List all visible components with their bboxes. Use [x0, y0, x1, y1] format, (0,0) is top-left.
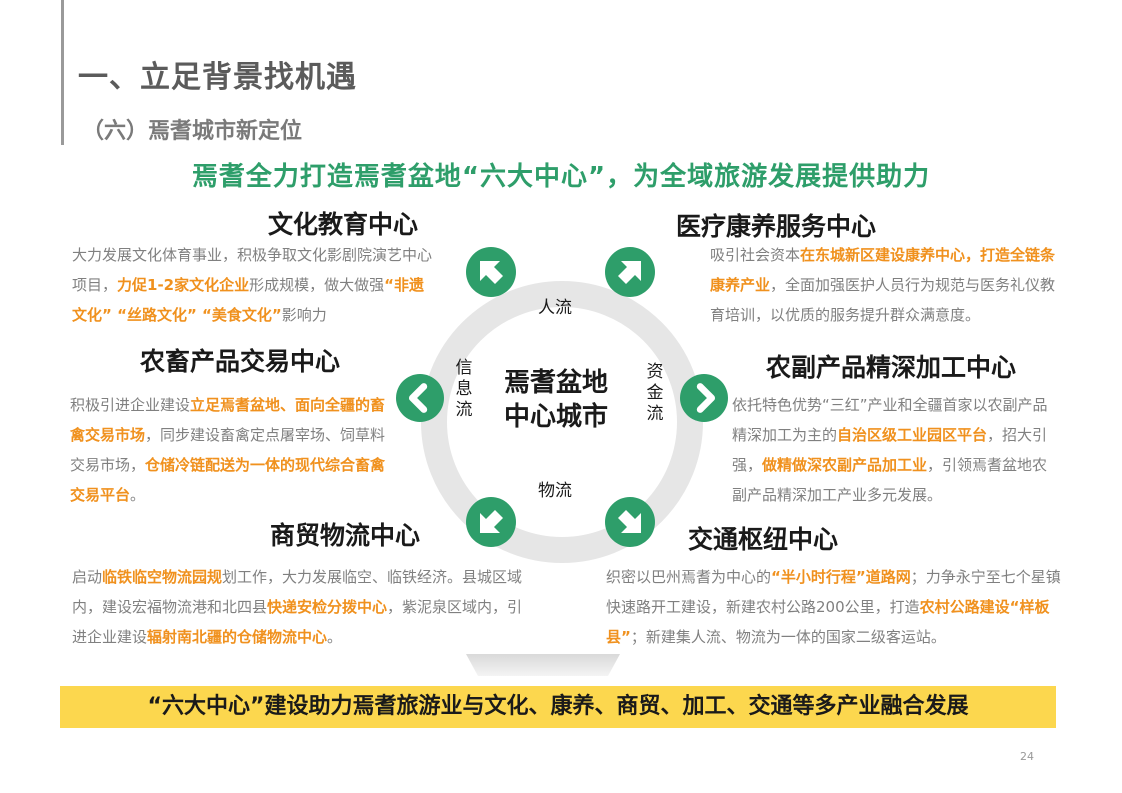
body-text: ；新建集人流、物流为一体的国家二级客运站。 [630, 628, 946, 646]
highlight-text: 仓储冷链配送为一体的现代综合畜禽交易平台 [70, 456, 386, 504]
health-center-title: 医疗康养服务中心 [676, 212, 877, 241]
flow-label-left: 信息流 [455, 358, 473, 420]
body-text: 。 [327, 628, 343, 646]
section-title: 一、立足背景找机遇 [78, 60, 357, 95]
culture-center-text: 大力发展文化体育事业，积极争取文化影剧院演艺中心项目，力促1-2家文化企业形成规… [72, 240, 432, 330]
logistics-center-title: 商贸物流中心 [270, 521, 421, 550]
highlight-text: 农村公路建设“样板县” [606, 598, 1050, 646]
arrow-down-right-icon [605, 497, 655, 547]
body-text: ，招大引强， [732, 426, 1048, 474]
culture-center-title: 文化教育中心 [268, 210, 419, 239]
header-accent-bar [61, 0, 64, 145]
body-text: ；力争永宁至七个星镇快速路开工建设，新建农村公路200公里，打造 [606, 568, 1061, 616]
headline: 焉耆全力打造焉耆盆地“六大中心”，为全域旅游发展提供助力 [191, 162, 931, 192]
body-text: 积极引进企业建设 [70, 396, 191, 414]
body-text: 。 [130, 486, 146, 504]
arrow-left-icon [396, 374, 444, 422]
down-arrow-icon [466, 654, 620, 676]
center-ring [421, 281, 703, 563]
highlight-text: 辐射南北疆的仓储物流中心 [147, 628, 328, 646]
body-text: ，全面加强医护人员行为规范与医务礼仪教育培训，以优质的服务提升群众满意度。 [710, 276, 1056, 324]
body-text: 依托特色优势“三红”产业和全疆首家以农副产品精深加工为主的 [732, 396, 1048, 444]
processing-center-text: 依托特色优势“三红”产业和全疆首家以农副产品精深加工为主的自治区级工业园区平台，… [732, 390, 1062, 510]
body-text: 形成规模，做大做强 [249, 276, 385, 294]
body-text: 影响力 [281, 306, 327, 324]
body-text: 吸引社会资本 [710, 246, 801, 264]
arrow-down-left-icon [466, 497, 516, 547]
body-text: ，引领焉耆盆地农副产品精深加工产业多元发展。 [732, 456, 1048, 504]
flow-label-bottom: 物流 [538, 481, 572, 501]
center-label-line1: 焉耆盆地 [503, 368, 608, 398]
body-text: ，同步建设畜禽定点屠宰场、饲草料交易市场， [70, 426, 386, 474]
health-center-text: 吸引社会资本在东城新区建设康养中心，打造全链条康养产业，全面加强医护人员行为规范… [710, 240, 1062, 330]
logistics-center-text: 启动临铁临空物流园规划工作，大力发展临空、临铁经济。县城区域内，建设宏福物流港和… [72, 562, 527, 652]
highlight-text: 立足焉耆盆地、面向全疆的畜禽交易市场 [70, 396, 386, 444]
body-text: 大力发展文化体育事业，积极争取文化影剧院演艺中心项目， [72, 246, 433, 294]
highlight-text: 在东城新区建设康养中心，打造全链条康养产业 [710, 246, 1056, 294]
arrow-right-icon [680, 374, 728, 422]
highlight-text: “半小时行程”道路网 [771, 568, 911, 586]
center-label-line2: 中心城市 [503, 402, 608, 432]
body-text: ，紫泥泉区域内，引进企业建设 [72, 598, 523, 646]
center-label: 焉耆盆地 中心城市 [482, 366, 630, 434]
body-text: 织密以巴州焉耆为中心的 [606, 568, 772, 586]
page-number: 24 [1020, 750, 1034, 763]
section-subtitle: （六）焉耆城市新定位 [82, 119, 303, 144]
flow-label-top: 人流 [538, 298, 572, 318]
summary-banner: “六大中心”建设助力焉耆旅游业与文化、康养、商贸、加工、交通等多产业融合发展 [60, 686, 1056, 728]
highlight-text: 自治区级工业园区平台 [837, 426, 988, 444]
arrow-up-left-icon [466, 247, 516, 297]
highlight-text: 临铁临空物流园规 [102, 568, 223, 586]
highlight-text: “非遗文化” “丝路文化” “美食文化” [72, 276, 424, 324]
body-text: 划工作，大力发展临空、临铁经济。县城区域内，建设宏福物流港和北四县 [72, 568, 523, 616]
highlight-text: 做精做深农副产品加工业 [762, 456, 928, 474]
highlight-text: 力促1-2家文化企业 [117, 276, 250, 294]
transport-center-title: 交通枢纽中心 [688, 525, 839, 554]
body-text: 启动 [72, 568, 103, 586]
processing-center-title: 农副产品精深加工中心 [766, 353, 1017, 382]
highlight-text: 快递安检分拨中心 [267, 598, 388, 616]
flow-label-right: 资金流 [646, 362, 664, 424]
livestock-center-text: 积极引进企业建设立足焉耆盆地、面向全疆的畜禽交易市场，同步建设畜禽定点屠宰场、饲… [70, 390, 400, 510]
transport-center-text: 织密以巴州焉耆为中心的“半小时行程”道路网；力争永宁至七个星镇快速路开工建设，新… [606, 562, 1062, 652]
livestock-center-title: 农畜产品交易中心 [140, 347, 341, 376]
arrow-up-right-icon [605, 247, 655, 297]
